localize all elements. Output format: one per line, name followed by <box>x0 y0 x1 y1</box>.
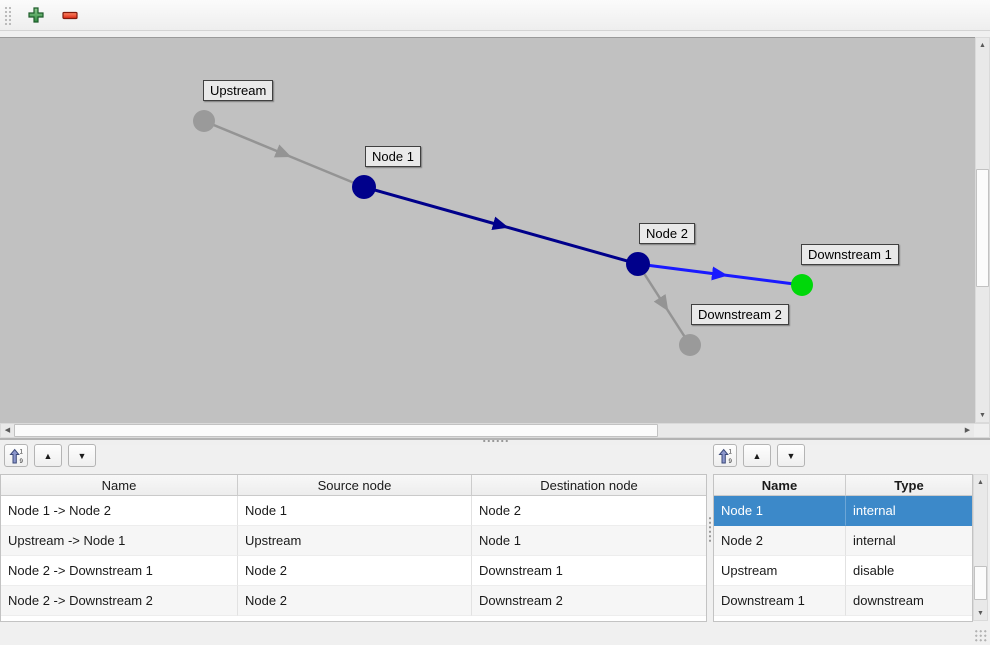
table-cell[interactable]: Node 2 <box>238 556 472 586</box>
table-cell[interactable]: internal <box>846 526 972 556</box>
graph-node-node-2[interactable] <box>626 252 650 276</box>
scrollbar-thumb[interactable] <box>14 424 658 437</box>
status-bar <box>0 625 990 645</box>
table-cell[interactable]: Node 2 <box>238 586 472 616</box>
scrollbar-track[interactable] <box>974 489 987 606</box>
toolbar-drag-handle[interactable] <box>3 5 11 25</box>
column-header-source-node[interactable]: Source node <box>238 475 472 495</box>
scrollbar-thumb[interactable] <box>976 169 989 287</box>
node-label-downstream-1[interactable]: Downstream 1 <box>801 244 899 265</box>
scrollbar-track[interactable] <box>14 424 961 437</box>
splitter-grip-icon <box>482 439 508 444</box>
graph-node-downstream-1[interactable] <box>791 274 813 296</box>
scroll-up-button[interactable]: ▲ <box>977 478 984 486</box>
scroll-down-button[interactable]: ▼ <box>977 609 984 617</box>
table-cell[interactable]: Node 2 -> Downstream 1 <box>1 556 238 586</box>
column-header-destination-node[interactable]: Destination node <box>540 477 638 493</box>
table-cell[interactable]: Node 1 <box>472 526 706 556</box>
table-cell[interactable]: Upstream <box>714 556 846 586</box>
edges-panel-toolbar: 1 9 ▲ ▼ <box>4 444 96 467</box>
edges-move-down-button[interactable]: ▼ <box>68 444 96 467</box>
horizontal-splitter[interactable] <box>0 438 990 445</box>
nodes-sort-button[interactable]: 1 9 <box>713 444 737 467</box>
column-header-name[interactable]: Name <box>1 475 238 495</box>
table-cell[interactable]: downstream <box>846 586 972 616</box>
graph-node-node-1[interactable] <box>352 175 376 199</box>
nodes-panel-toolbar: 1 9 ▲ ▼ <box>713 444 805 467</box>
node-label-downstream-2[interactable]: Downstream 2 <box>691 304 789 325</box>
edges-move-up-button[interactable]: ▲ <box>34 444 62 467</box>
graph-svg <box>193 110 813 356</box>
scroll-right-button[interactable]: ▶ <box>964 427 971 434</box>
table-cell[interactable]: internal <box>853 503 896 518</box>
sort-ascending-icon: 1 9 <box>718 448 732 464</box>
table-cell[interactable]: Node 2 <box>472 496 706 526</box>
scroll-down-button[interactable]: ▼ <box>979 411 986 419</box>
table-cell[interactable]: Node 1 <box>714 496 846 526</box>
svg-text:1: 1 <box>20 449 24 455</box>
table-header-row: Name Type <box>714 475 972 496</box>
scrollbar-track[interactable] <box>976 52 989 408</box>
graph-edge-node-2-downstream-2[interactable] <box>636 263 692 346</box>
node-label-node-2[interactable]: Node 2 <box>639 223 695 244</box>
node-label-node-1[interactable]: Node 1 <box>365 146 421 167</box>
canvas-horizontal-scrollbar[interactable]: ◀ ▶ <box>0 423 990 438</box>
window-resize-grip[interactable] <box>974 629 988 643</box>
table-cell[interactable]: Downstream 1 <box>472 556 706 586</box>
scrollbar-corner <box>974 424 989 437</box>
column-header-name[interactable]: Name <box>714 475 846 495</box>
edges-sort-button[interactable]: 1 9 <box>4 444 28 467</box>
minus-icon <box>62 11 78 20</box>
graph-edge-node-2-downstream-1[interactable] <box>637 262 803 287</box>
add-node-button[interactable] <box>23 2 49 28</box>
table-cell[interactable]: Node 2 -> Downstream 2 <box>1 586 238 616</box>
scroll-left-button[interactable]: ◀ <box>4 427 11 434</box>
nodes-move-up-button[interactable]: ▲ <box>743 444 771 467</box>
table-cell[interactable]: Upstream <box>238 526 472 556</box>
svg-text:9: 9 <box>729 459 733 464</box>
graph-node-downstream-2[interactable] <box>679 334 701 356</box>
nodes-move-down-button[interactable]: ▼ <box>777 444 805 467</box>
column-header-type[interactable]: Type <box>894 477 924 493</box>
table-cell[interactable]: Upstream -> Node 1 <box>1 526 238 556</box>
plus-icon <box>28 7 44 23</box>
node-label-upstream[interactable]: Upstream <box>203 80 274 101</box>
graph-edge-upstream-node-1[interactable] <box>203 119 365 189</box>
graph-edge-node-1-node-2[interactable] <box>363 185 639 266</box>
table-cell[interactable]: Node 1 <box>238 496 472 526</box>
scroll-up-button[interactable]: ▲ <box>979 41 986 49</box>
table-row[interactable]: Node 1 internal <box>714 496 972 526</box>
scrollbar-thumb[interactable] <box>974 566 987 601</box>
sort-ascending-icon: 1 9 <box>9 448 23 464</box>
remove-node-button[interactable] <box>57 2 83 28</box>
main-toolbar <box>0 0 990 31</box>
svg-text:9: 9 <box>20 459 24 464</box>
graph-node-upstream[interactable] <box>193 110 215 132</box>
nodes-table-vertical-scrollbar[interactable]: ▲ ▼ <box>973 474 988 621</box>
table-cell[interactable]: Node 1 -> Node 2 <box>1 496 238 526</box>
canvas-vertical-scrollbar[interactable]: ▲ ▼ <box>975 37 990 423</box>
svg-text:1: 1 <box>729 449 733 455</box>
table-cell[interactable]: Downstream 2 <box>472 586 706 616</box>
vertical-splitter[interactable] <box>708 516 713 544</box>
table-cell[interactable]: Downstream 1 <box>714 586 846 616</box>
table-cell[interactable]: disable <box>846 556 972 586</box>
table-cell[interactable]: Node 2 <box>714 526 846 556</box>
